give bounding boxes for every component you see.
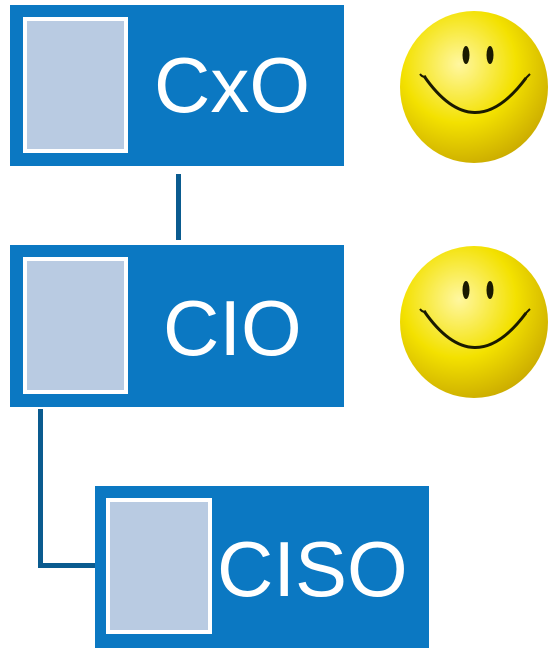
node-label-cxo: CxO [154,41,310,129]
connector-cio-ciso-vertical [38,409,43,568]
photo-placeholder [23,17,128,153]
connector-cio-ciso-horizontal [38,563,96,568]
node-label-cio: CIO [163,284,302,372]
photo-placeholder [23,257,128,394]
connector-cxo-cio [176,174,181,240]
org-node-cxo: CxO [10,5,344,166]
node-label-ciso: CISO [217,525,408,613]
smiley-face-icon [400,246,548,398]
org-node-ciso: CISO [95,486,429,648]
photo-placeholder [106,498,212,634]
smiley-face-icon [400,11,548,163]
org-node-cio: CIO [10,245,344,407]
